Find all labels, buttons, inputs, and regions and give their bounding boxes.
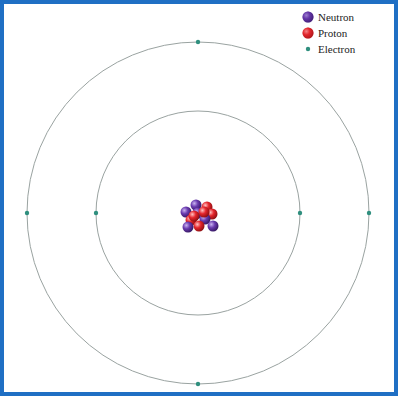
legend: NeutronProtonElectron [302, 9, 355, 57]
legend-text: Proton [318, 27, 347, 39]
inner-orbit [96, 111, 300, 315]
electrons [25, 40, 371, 386]
outer-orbit [27, 42, 369, 384]
legend-row: Proton [302, 25, 355, 41]
nucleus [181, 200, 219, 233]
legend-text: Neutron [318, 11, 354, 23]
legend-row: Electron [302, 41, 355, 57]
legend-row: Neutron [302, 9, 355, 25]
legend-swatch [302, 27, 314, 39]
legend-text: Electron [318, 43, 355, 55]
legend-swatch [302, 43, 314, 55]
legend-swatch [302, 11, 314, 23]
